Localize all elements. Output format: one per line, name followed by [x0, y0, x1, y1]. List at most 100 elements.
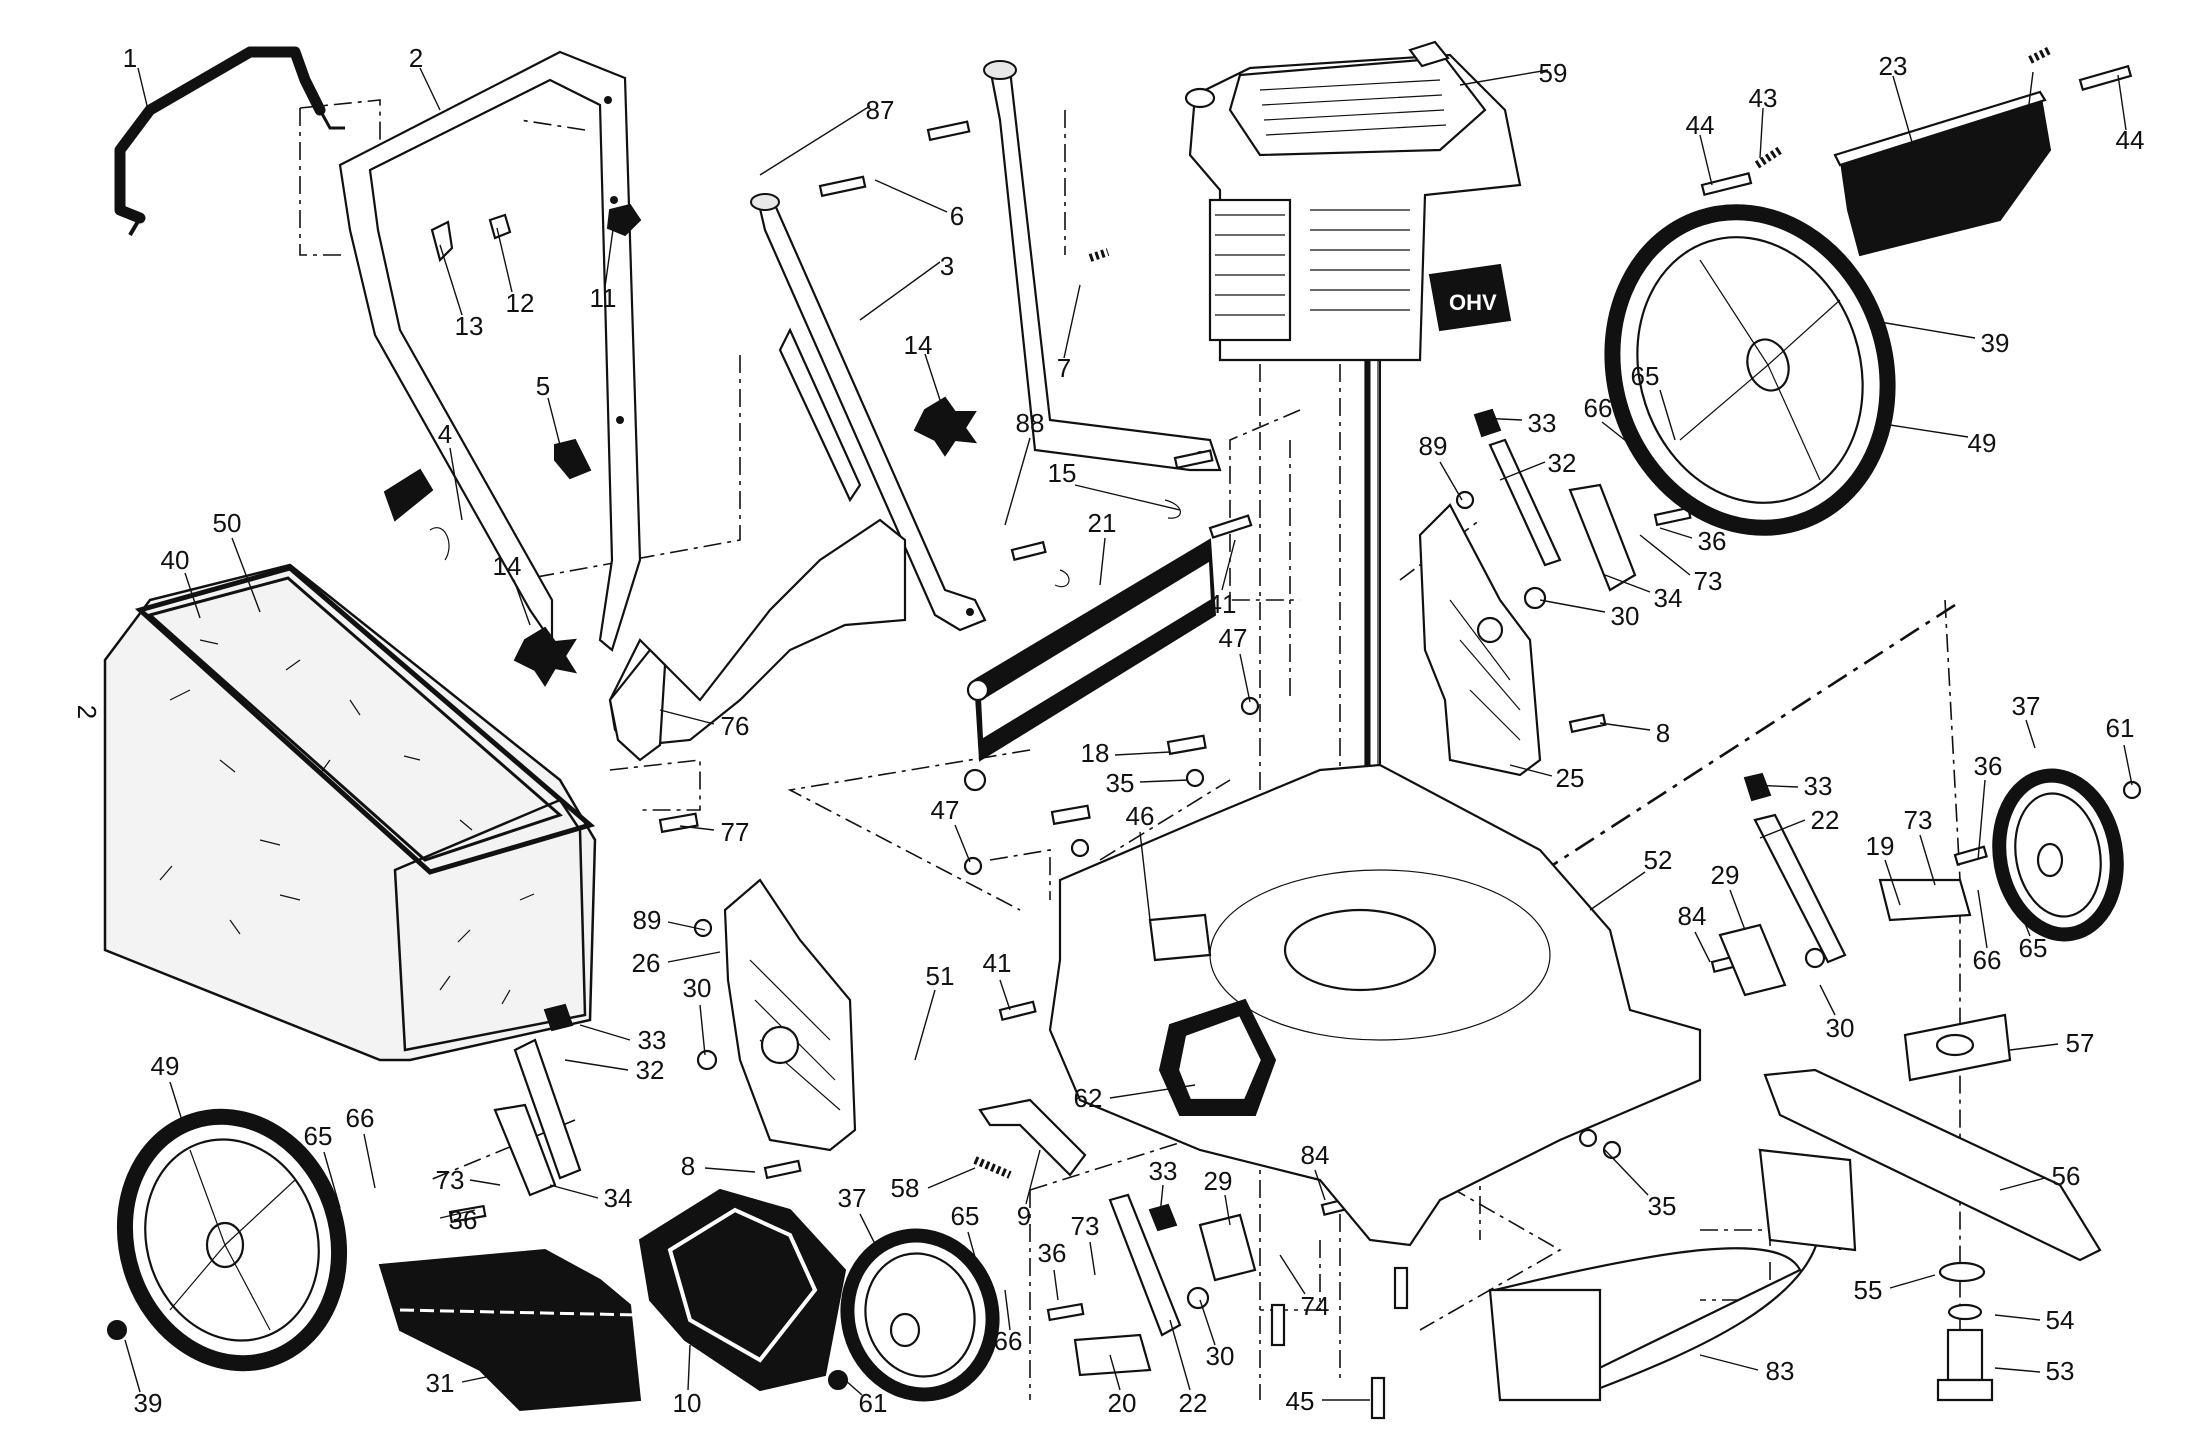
leader-line-c6 [874, 179, 948, 213]
leader-line-c36c [439, 1209, 476, 1219]
callout-c59: 59 [1539, 58, 1568, 88]
leader-line-c26 [667, 951, 721, 963]
callout-c36c: 36 [449, 1205, 478, 1235]
callout-c66c: 66 [346, 1103, 375, 1133]
callout-c35a: 35 [1106, 768, 1135, 798]
leader-line-c73c [469, 1179, 501, 1186]
callout-c45: 45 [1286, 1386, 1315, 1416]
leader-line-c47a [1239, 653, 1251, 703]
callout-c22a: 22 [1811, 805, 1840, 835]
leader-line-c3 [859, 261, 941, 321]
leader-line-c54 [1994, 1314, 2041, 1321]
part-37-front-wheel-right [1992, 768, 2124, 942]
part-52-mower-deck [1048, 763, 1702, 1247]
leader-line-c57 [2009, 1043, 2059, 1051]
callout-c65d: 65 [951, 1201, 980, 1231]
callout-c65b: 65 [2019, 933, 2048, 963]
callout-c73d: 73 [1071, 1211, 1100, 1241]
callout-c13: 13 [455, 311, 484, 341]
leader-line-c22b [1169, 1319, 1191, 1391]
leader-line-c19 [1884, 859, 1901, 906]
leader-line-c39b [124, 1339, 141, 1393]
callout-c3: 3 [940, 251, 954, 281]
part-3-lower-handle [750, 60, 1222, 632]
leader-line-c37b [859, 1213, 879, 1251]
leader-line-c35b [1604, 1149, 1649, 1196]
callout-c40: 40 [161, 545, 190, 575]
leader-line-c65d [967, 1231, 981, 1276]
leader-line-c56 [1999, 1177, 2046, 1191]
callout-c32a: 32 [1548, 448, 1577, 478]
callout-c33c: 33 [638, 1025, 667, 1055]
leader-line-c87 [759, 105, 871, 176]
callout-c65c: 65 [304, 1121, 333, 1151]
callout-c54: 54 [2046, 1305, 2075, 1335]
part-31-side-chute [378, 1248, 642, 1412]
leader-line-c30c [1819, 984, 1836, 1016]
leader-line-c8b [704, 1167, 756, 1173]
leader-line-c61b [844, 1379, 863, 1396]
callout-c73a: 73 [1694, 566, 1723, 596]
callout-c23: 23 [1879, 51, 1908, 81]
leader-line-c29b [1224, 1194, 1231, 1226]
callout-c47b: 47 [931, 795, 960, 825]
callout-c9: 9 [1017, 1201, 1031, 1231]
leader-line-c11 [604, 214, 616, 288]
leader-line-c37a [2025, 719, 2036, 749]
leader-line-c52 [1589, 871, 1646, 911]
leader-line-c73a [1639, 534, 1691, 576]
leader-line-c42 [2025, 71, 2034, 129]
callout-c83: 83 [1766, 1356, 1795, 1386]
part-83-baffle [1488, 1148, 1857, 1402]
leader-line-c30d [1199, 1299, 1216, 1346]
leader-line-c73d [1089, 1241, 1096, 1276]
callout-c37a: 37 [2012, 691, 2041, 721]
leader-line-c34a [1604, 574, 1651, 593]
leader-line-c66d [1004, 1289, 1011, 1331]
leader-line-c55 [1889, 1274, 1936, 1289]
leader-line-c51 [914, 989, 936, 1061]
callout-c8a: 8 [1656, 718, 1670, 748]
leader-line-c50 [231, 537, 261, 613]
leader-line-c1 [137, 67, 151, 119]
callout-c14b: 14 [493, 551, 522, 581]
leader-line-c66c [363, 1133, 376, 1189]
leader-line-c33c [579, 1024, 631, 1041]
callout-c88: 88 [1016, 408, 1045, 438]
callout-c31: 31 [426, 1368, 455, 1398]
leader-line-c30b [699, 1004, 706, 1056]
leader-line-c23 [1892, 75, 1921, 171]
leader-line-c33b [1749, 784, 1799, 788]
callout-c44b: 44 [2116, 125, 2145, 155]
brackets-32-34-22-29 [493, 408, 1972, 1377]
part-14-handle-knob [383, 396, 978, 687]
part-1-control-bail [114, 46, 345, 237]
leader-line-c29a [1729, 889, 1746, 931]
callout-c66a: 66 [1584, 393, 1613, 423]
callout-c36a: 36 [1698, 526, 1727, 556]
part-10-side-door [638, 1188, 847, 1392]
leader-line-c5 [547, 397, 561, 446]
leader-line-c65c [323, 1151, 341, 1209]
part-49-rear-wheel-right [1604, 204, 1896, 536]
leader-line-c4 [449, 447, 463, 521]
callout-c8b: 8 [681, 1151, 695, 1181]
leader-line-c41b [999, 979, 1011, 1011]
callout-c7: 7 [1057, 353, 1071, 383]
leader-line-c65a [1659, 389, 1676, 441]
callout-c84a: 84 [1678, 901, 1707, 931]
leader-line-c65b [2009, 884, 2031, 937]
part-59-engine: OHV [1184, 40, 1522, 950]
leader-line-c84a [1694, 931, 1711, 963]
leader-line-c33d [1159, 1184, 1164, 1216]
callout-c76: 76 [721, 711, 750, 741]
leader-line-c77 [679, 825, 715, 831]
part-37-front-wheel-left [840, 1228, 1000, 1402]
callout-c52: 52 [1644, 845, 1673, 875]
leader-line-c53 [1994, 1367, 2041, 1373]
leader-line-c62 [1109, 1084, 1196, 1099]
callout-c73b: 73 [1904, 805, 1933, 835]
callout-c33b: 33 [1804, 771, 1833, 801]
callout-c61b: 61 [859, 1388, 888, 1418]
leader-line-c13 [439, 244, 463, 316]
